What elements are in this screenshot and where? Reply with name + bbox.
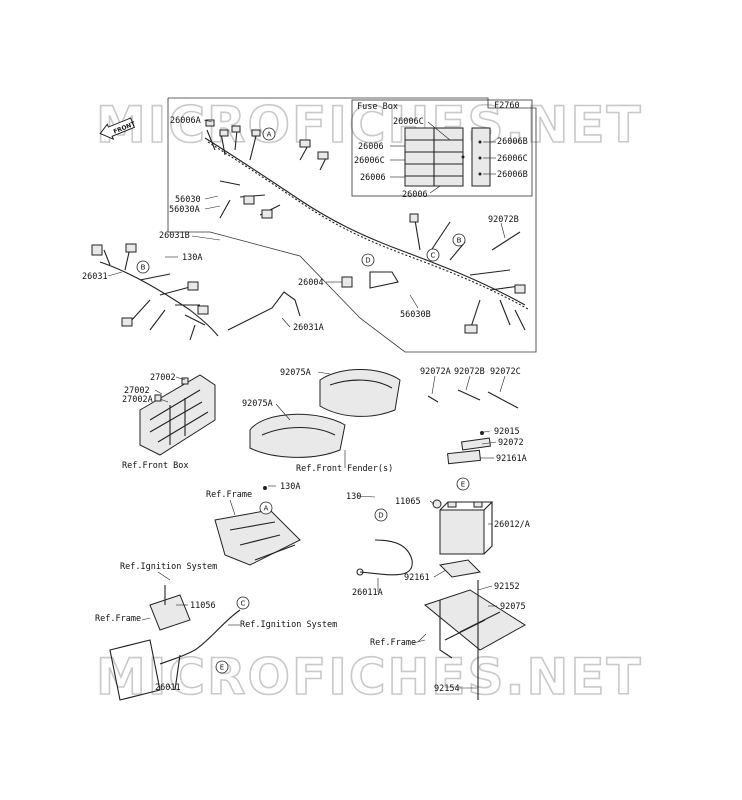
label-92152: 92152 — [494, 582, 520, 592]
svg-text:E: E — [461, 481, 465, 489]
main-harness — [204, 119, 529, 334]
label-26012A: 26012/A — [494, 520, 530, 530]
label-ref-frame-1: Ref.Frame — [206, 490, 252, 500]
svg-text:A: A — [267, 131, 272, 139]
band-92072B — [457, 389, 481, 401]
svg-text:E: E — [220, 664, 224, 672]
label-26006C-top: 26006C — [393, 117, 424, 127]
label-92072C: 92072C — [490, 367, 521, 377]
watermark-top: MICROFICHES.NET — [96, 96, 643, 154]
label-26006A: 26006A — [170, 116, 201, 126]
battery-tray — [423, 580, 526, 700]
label-11056: 11056 — [190, 601, 216, 611]
label-ref-frame-2: Ref.Frame — [95, 614, 141, 624]
label-56030: 56030 — [175, 195, 201, 205]
ignition-group — [109, 585, 241, 701]
label-11065: 11065 — [395, 497, 421, 507]
label-92072B-2: 92072B — [454, 367, 485, 377]
label-26004: 26004 — [298, 278, 324, 288]
label-26006-3: 26006 — [402, 190, 428, 200]
callouts: A B B C D A D E C E — [136, 127, 470, 674]
label-26031A: 26031A — [293, 323, 324, 333]
cable-26031A — [227, 291, 301, 331]
svg-text:A: A — [264, 505, 269, 513]
bracket-56030B — [369, 271, 399, 289]
label-92154: 92154 — [434, 684, 460, 694]
label-ref-ignition-1: Ref.Ignition System — [120, 562, 217, 572]
label-92072A: 92072A — [420, 367, 451, 377]
fuse-box-title: Fuse Box — [357, 102, 398, 112]
label-ref-frame-3: Ref.Frame — [370, 638, 416, 648]
label-26006C-2: 26006C — [354, 156, 385, 166]
battery-group — [432, 431, 494, 578]
diagram-code: F2760 — [494, 101, 520, 111]
sub-harness-26031 — [91, 243, 219, 341]
label-26006-1: 26006 — [358, 142, 384, 152]
label-92072: 92072 — [498, 438, 524, 448]
harness-frame — [167, 97, 537, 353]
label-130: 130 — [346, 492, 361, 502]
label-27002-1: 27002 — [150, 373, 176, 383]
label-92161: 92161 — [404, 573, 430, 583]
svg-text:D: D — [365, 257, 370, 265]
label-56030B: 56030B — [400, 310, 431, 320]
label-92072B-1: 92072B — [488, 215, 519, 225]
label-26006B-2: 26006B — [497, 170, 528, 180]
leader-lines — [107, 119, 506, 691]
label-26031B: 26031B — [159, 231, 190, 241]
svg-text:C: C — [431, 252, 436, 260]
label-92075: 92075 — [500, 602, 526, 612]
label-26006-2: 26006 — [360, 173, 386, 183]
label-26006C-3: 26006C — [497, 154, 528, 164]
front-box — [139, 374, 216, 456]
svg-text:C: C — [241, 600, 246, 608]
label-92075A-1: 92075A — [280, 368, 311, 378]
fuse-box-frame — [351, 99, 533, 197]
label-26006B-1: 26006B — [497, 137, 528, 147]
fender-panels — [249, 369, 401, 458]
label-ref-front-fender: Ref.Front Fender(s) — [296, 464, 393, 474]
label-26031: 26031 — [82, 272, 108, 282]
fuse-box — [390, 121, 496, 194]
label-92015: 92015 — [494, 427, 520, 437]
label-27002A: 27002A — [122, 395, 153, 405]
label-92161A: 92161A — [496, 454, 527, 464]
relay-26004 — [341, 276, 353, 288]
battery-cable-26011A — [359, 539, 413, 576]
label-ref-ignition-2: Ref.Ignition System — [240, 620, 337, 630]
svg-text:B: B — [457, 237, 462, 245]
svg-text:D: D — [378, 512, 383, 520]
band-92072B-top — [491, 231, 521, 251]
band-92072A — [427, 395, 439, 403]
label-130A-2: 130A — [280, 482, 300, 492]
label-ref-front-box: Ref.Front Box — [122, 461, 189, 471]
label-92075A-2: 92075A — [242, 399, 273, 409]
watermark-bottom: MICROFICHES.NET — [96, 648, 643, 706]
label-130A-1: 130A — [182, 253, 202, 263]
part-labels: 26006C 26006B 26006 26006C 26006C 26006 … — [82, 116, 530, 694]
svg-text:B: B — [141, 264, 146, 272]
label-27002-2: 27002 — [124, 386, 150, 396]
band-92072C — [487, 391, 519, 409]
label-56030A: 56030A — [169, 205, 200, 215]
label-26011: 26011 — [155, 683, 181, 693]
label-26011A: 26011A — [352, 588, 383, 598]
